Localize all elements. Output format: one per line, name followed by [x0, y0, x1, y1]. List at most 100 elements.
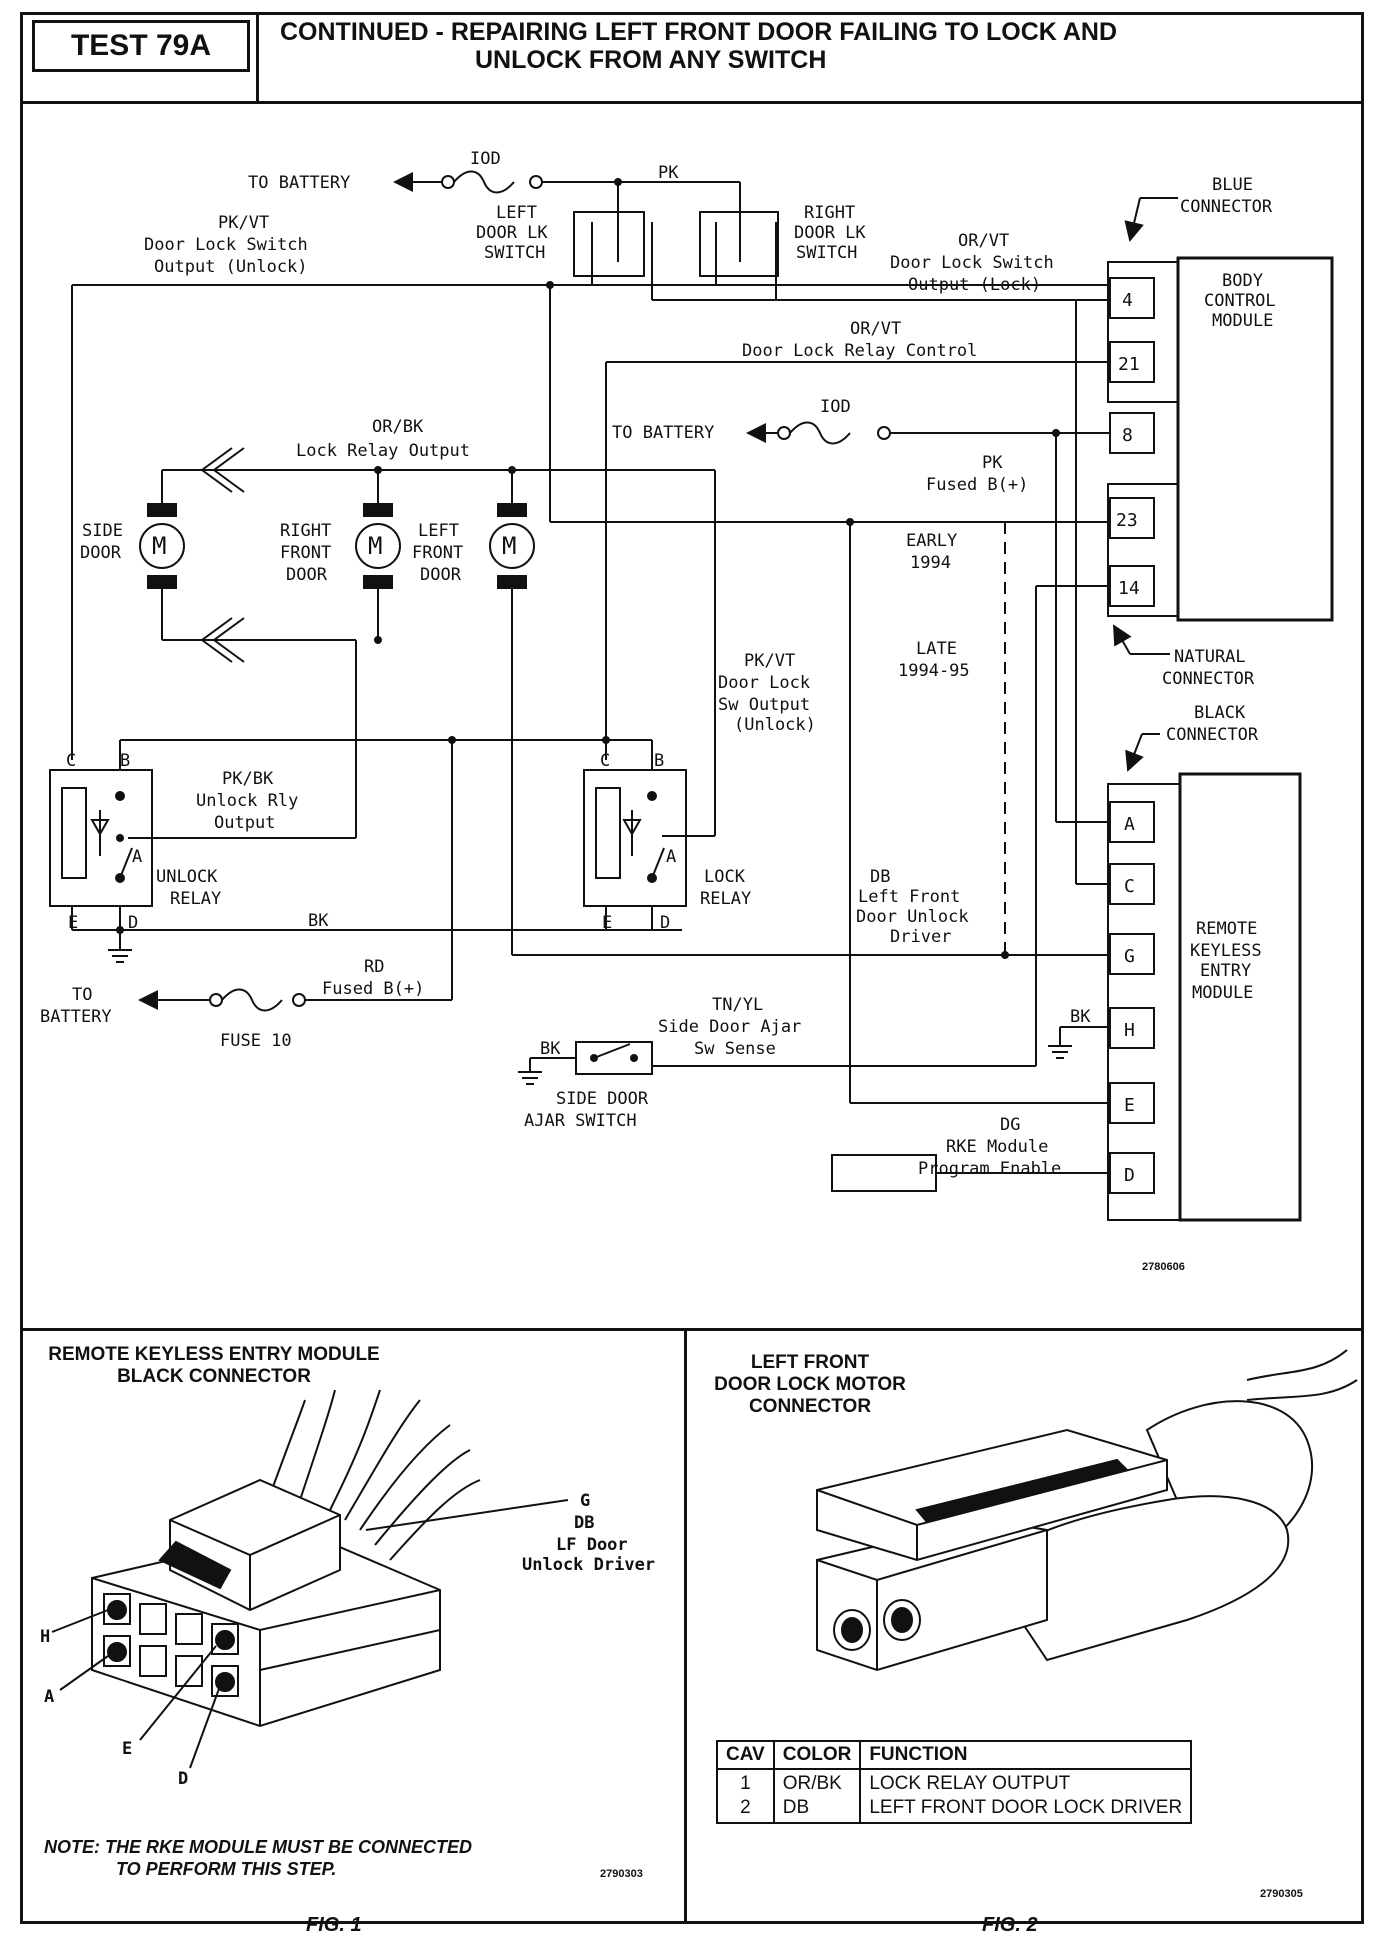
lock-pin-a: A — [666, 847, 676, 867]
to-battery-top: TO BATTERY — [248, 173, 350, 193]
fig1-title-l1: REMOTE KEYLESS ENTRY MODULE — [48, 1344, 380, 1365]
fig1-ref: 2790303 — [600, 1868, 643, 1880]
fig1-callout-l3: LF Door — [556, 1535, 628, 1555]
fig1-title-l2: BLACK CONNECTOR — [117, 1366, 311, 1387]
iod-mid: IOD — [820, 397, 851, 417]
unlock-relay-l1: UNLOCK — [156, 867, 218, 887]
orbk-l1: OR/BK — [372, 417, 424, 437]
pkbk-l3: Output — [214, 813, 275, 833]
bk-h: BK — [1070, 1007, 1091, 1027]
col-color: COLOR — [772, 1740, 862, 1770]
fig1-pin-d: D — [178, 1769, 188, 1789]
bcm-l2: CONTROL — [1204, 291, 1276, 311]
side-door-l1: SIDE — [82, 521, 123, 541]
pkvt-sw-l4: (Unlock) — [734, 715, 816, 735]
fig1-callout-l2: DB — [574, 1513, 594, 1533]
fig2-label: FIG. 2 — [982, 1914, 1038, 1936]
function-1: LOCK RELAY OUTPUT — [869, 1773, 1071, 1794]
fig1-note-l1: NOTE: THE RKE MODULE MUST BE CONNECTED — [44, 1837, 473, 1857]
fig1-label: FIG. 1 — [306, 1914, 362, 1936]
fuse10-label: FUSE 10 — [220, 1031, 292, 1051]
pkvt-unlock-l1: PK/VT — [218, 213, 269, 233]
fig1-note: NOTE: THE RKE MODULE MUST BE CONNECTED T… — [44, 1836, 472, 1880]
natural-connector-l1: NATURAL — [1174, 647, 1246, 667]
title-line-2: UNLOCK FROM ANY SWITCH — [475, 46, 827, 74]
left-switch-l1: LEFT — [496, 203, 537, 223]
rke-pin-e: E — [1124, 1095, 1135, 1116]
pkvt-unlock-l2: Door Lock Switch — [144, 235, 308, 255]
dg-l2: RKE Module — [946, 1137, 1048, 1157]
table-row: 1 2 OR/BK DB LOCK RELAY OUTPUT LEFT FRON… — [716, 1769, 1193, 1824]
col-cav: CAV — [716, 1740, 775, 1770]
fig2-title-l3: CONNECTOR — [748, 1396, 872, 1417]
bcm-pin-14: 14 — [1118, 578, 1140, 599]
cavity-table: CAV COLOR FUNCTION 1 2 OR/BK DB LOCK REL… — [716, 1740, 1193, 1824]
rke-l3: ENTRY — [1200, 961, 1251, 981]
right-switch-l2: DOOR LK — [794, 223, 866, 243]
lock-relay-l1: LOCK — [704, 867, 746, 887]
fig1-note-l2: TO PERFORM THIS STEP. — [116, 1859, 337, 1879]
pk-top: PK — [658, 163, 679, 183]
page-title: CONTINUED - REPAIRING LEFT FRONT DOOR FA… — [280, 18, 1340, 74]
rd-fused-l1: RD — [364, 957, 384, 977]
fig2-title-l2: DOOR LOCK MOTOR — [714, 1374, 906, 1395]
lock-pin-d: D — [660, 913, 670, 933]
side-ajar-l1: SIDE DOOR — [556, 1089, 649, 1109]
pkvt-sw-l3: Sw Output — [718, 695, 810, 715]
cavity-table-header: CAV COLOR FUNCTION — [716, 1740, 1193, 1770]
tnyl-l3: Sw Sense — [694, 1039, 776, 1059]
lock-relay-l2: RELAY — [700, 889, 751, 909]
rfd-l2: FRONT — [280, 543, 331, 563]
pk-fused-l2: Fused B(+) — [926, 475, 1028, 495]
black-connector-l1: BLACK — [1194, 703, 1246, 723]
color-1: OR/BK — [782, 1773, 842, 1794]
right-switch-l1: RIGHT — [804, 203, 855, 223]
bcm-l1: BODY — [1222, 271, 1263, 291]
cav-1: 1 — [740, 1773, 751, 1794]
dg-l1: DG — [1000, 1115, 1020, 1135]
pkvt-sw-l1: PK/VT — [744, 651, 795, 671]
panel-divider-h — [20, 1328, 1364, 1331]
page-frame — [20, 12, 1364, 1924]
fig1-title: REMOTE KEYLESS ENTRY MODULE BLACK CONNEC… — [34, 1344, 394, 1388]
left-switch-l3: SWITCH — [484, 243, 545, 263]
rke-pin-g: G — [1124, 946, 1135, 967]
unlock-pin-c: C — [66, 751, 76, 771]
wiring-schematic: TO BATTERY IOD PK LEFT DOOR LK SWITCH RI… — [40, 149, 1334, 1273]
to-battery-mid: TO BATTERY — [612, 423, 714, 443]
unlock-relay-l2: RELAY — [170, 889, 221, 909]
fig1-pin-h: H — [40, 1627, 50, 1647]
rke-pin-d: D — [1124, 1165, 1135, 1186]
header: TEST 79A CONTINUED - REPAIRING LEFT FRON… — [20, 12, 1364, 104]
motor-left-symbol: M — [502, 532, 516, 560]
unlock-pin-a: A — [132, 847, 142, 867]
fig1-connector-illustration: H A E D G DB LF Door Unlock Driver — [40, 1389, 655, 1789]
title-line-1: CONTINUED - REPAIRING LEFT FRONT DOOR FA… — [280, 18, 1118, 46]
schematic-ref: 2780606 — [1142, 1261, 1185, 1273]
bcm-l3: MODULE — [1212, 311, 1273, 331]
motor-side-symbol: M — [152, 532, 166, 560]
rfd-l3: DOOR — [286, 565, 328, 585]
col-function: FUNCTION — [859, 1740, 1193, 1770]
pkvt-unlock-l3: Output (Unlock) — [154, 257, 308, 277]
bk-ground-wire: BK — [308, 911, 329, 931]
color-2: DB — [782, 1797, 810, 1818]
rke-pin-c: C — [1124, 876, 1135, 897]
pkvt-sw-l2: Door Lock — [718, 673, 810, 693]
header-divider — [256, 12, 259, 101]
rfd-l1: RIGHT — [280, 521, 331, 541]
orvt-lock-l1: OR/VT — [958, 231, 1009, 251]
bk-switch: BK — [540, 1039, 561, 1059]
fig1-pin-e: E — [122, 1739, 132, 1759]
rke-l4: MODULE — [1192, 983, 1253, 1003]
left-switch-l2: DOOR LK — [476, 223, 548, 243]
late-l2: 1994-95 — [898, 661, 970, 681]
unlock-pin-e: E — [68, 913, 78, 933]
early-l2: 1994 — [910, 553, 951, 573]
pkbk-l2: Unlock Rly — [196, 791, 298, 811]
function-2: LEFT FRONT DOOR LOCK DRIVER — [869, 1797, 1183, 1818]
panel-divider-v — [684, 1330, 687, 1924]
rke-l1: REMOTE — [1196, 919, 1257, 939]
cell-function: LOCK RELAY OUTPUT LEFT FRONT DOOR LOCK D… — [859, 1769, 1193, 1824]
fig2-title-l1: LEFT FRONT — [750, 1352, 870, 1373]
